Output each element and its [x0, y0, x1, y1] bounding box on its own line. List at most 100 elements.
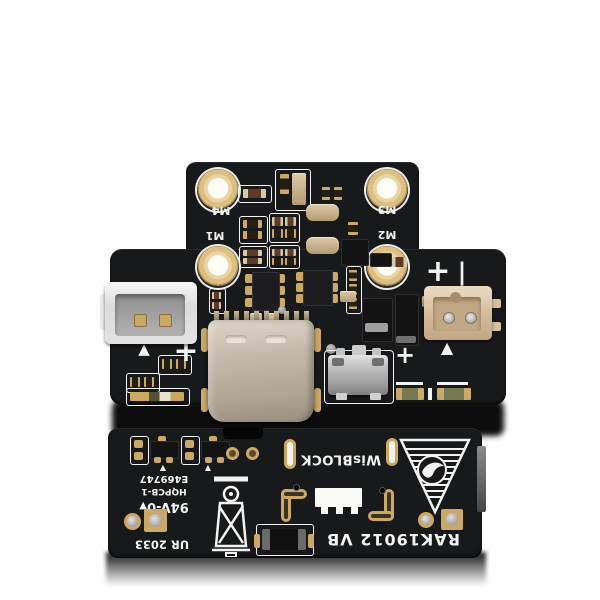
gold-pad — [245, 298, 253, 307]
gold-pad — [205, 457, 212, 463]
connector-tab — [336, 348, 345, 356]
smd-resistor — [272, 258, 283, 265]
gold-pad — [296, 272, 304, 281]
smd-capacitor — [348, 222, 358, 235]
connector-footprint-tab — [336, 507, 343, 514]
usb-c-pin — [254, 311, 259, 323]
gold-pad — [158, 436, 166, 442]
connector-pin — [465, 312, 477, 324]
gold-pad — [330, 294, 338, 303]
smd-resistor — [272, 229, 283, 238]
gold-pad — [185, 440, 194, 448]
mounting-hole-m1 — [197, 246, 239, 288]
mounting-hole-m3 — [366, 169, 408, 211]
silkscreen-outline — [346, 266, 362, 314]
smd-resistor — [243, 250, 262, 256]
silkscreen-outline — [130, 436, 149, 465]
connector-footprint-tab — [351, 507, 358, 514]
gold-pad — [296, 294, 304, 303]
gold-pad — [277, 298, 285, 307]
smd-capacitor — [266, 313, 278, 321]
silkscreen-tick — [428, 388, 432, 400]
smd-resistor — [144, 377, 154, 387]
smd-resistor — [130, 377, 140, 387]
usb-c-pin — [304, 311, 309, 323]
beige-jst-hole — [450, 292, 461, 303]
sot23-transistor — [150, 441, 179, 459]
fiducial-dot — [293, 484, 300, 491]
gold-pad-center — [446, 513, 458, 525]
weee-crossed-bin-icon — [206, 473, 256, 558]
smd-capacitor — [322, 187, 330, 200]
usb-c-pin — [274, 311, 279, 323]
via — [278, 306, 286, 314]
usb-c-pin — [264, 311, 269, 323]
gold-pad — [277, 286, 285, 295]
connector-tab — [352, 345, 366, 356]
white-jst-recess — [115, 294, 185, 336]
silkscreen-outline — [126, 388, 190, 406]
gold-pad — [217, 457, 224, 463]
usb-c-slot — [225, 335, 247, 343]
gold-pad — [246, 447, 259, 460]
polarity-triangle-icon: ▲ — [204, 463, 212, 472]
label-m2: M2 — [377, 228, 397, 241]
gold-pad — [314, 328, 321, 352]
inductor — [362, 298, 393, 342]
gold-pad — [185, 452, 194, 460]
inductor-band — [365, 323, 388, 332]
smd-capacitor — [334, 187, 342, 200]
gold-pad — [134, 440, 143, 448]
rak-triangle-logo-icon — [398, 437, 472, 515]
polarity-triangle-icon: ▲ — [440, 338, 454, 357]
fab-mark-text: HQPCB-1 — [141, 486, 187, 496]
polarity-triangle-icon: ▲ — [159, 463, 167, 472]
smd-resistor — [212, 302, 221, 309]
plated-slot — [386, 438, 398, 466]
gold-pad — [245, 286, 253, 295]
silkscreen-outline — [239, 216, 268, 244]
gold-pad — [296, 283, 304, 292]
connector-footprint — [315, 488, 362, 507]
electrolytic-capacitor — [306, 237, 339, 254]
smd-capacitor — [349, 270, 357, 281]
smd-capacitor — [349, 284, 357, 295]
smd-capacitor — [292, 173, 306, 205]
polarity-plus: + — [425, 254, 451, 289]
gold-pad — [124, 513, 141, 530]
usb-c-pin — [224, 311, 229, 323]
usb-c-pin — [214, 311, 219, 323]
gold-pad — [154, 457, 161, 463]
silkscreen-outline — [269, 245, 300, 269]
gold-pad — [277, 274, 285, 283]
gold-pad — [201, 388, 208, 412]
smd-component — [262, 529, 306, 550]
smd-capacitor — [340, 291, 356, 302]
gold-pad — [418, 512, 434, 528]
smd-resistor — [162, 359, 172, 369]
led — [130, 392, 184, 401]
smd-resistor — [243, 258, 262, 264]
smd-resistor — [285, 217, 296, 226]
usb-c-slot — [265, 335, 287, 343]
model-text: RAK19012 VB — [326, 530, 460, 549]
connector-pin — [159, 314, 172, 327]
led — [396, 388, 424, 400]
gold-pad — [330, 272, 338, 281]
gold-pad — [226, 447, 239, 460]
smd-resistor — [272, 217, 283, 226]
usb-c-pin — [234, 311, 239, 323]
connector-recess — [332, 358, 344, 366]
smd-resistor — [212, 292, 221, 299]
smd-resistor — [243, 220, 262, 228]
silkscreen-outline — [275, 169, 311, 211]
gold-pad — [308, 534, 314, 548]
brand-text: WisBLOCK — [300, 451, 382, 468]
beige-jst-latch — [489, 322, 501, 331]
smd-diode — [370, 253, 392, 267]
connector-pin — [134, 314, 147, 327]
ul-file-text: E469747 — [139, 473, 189, 484]
fiducial-dot — [379, 487, 386, 494]
silkscreen-outline — [239, 246, 268, 268]
